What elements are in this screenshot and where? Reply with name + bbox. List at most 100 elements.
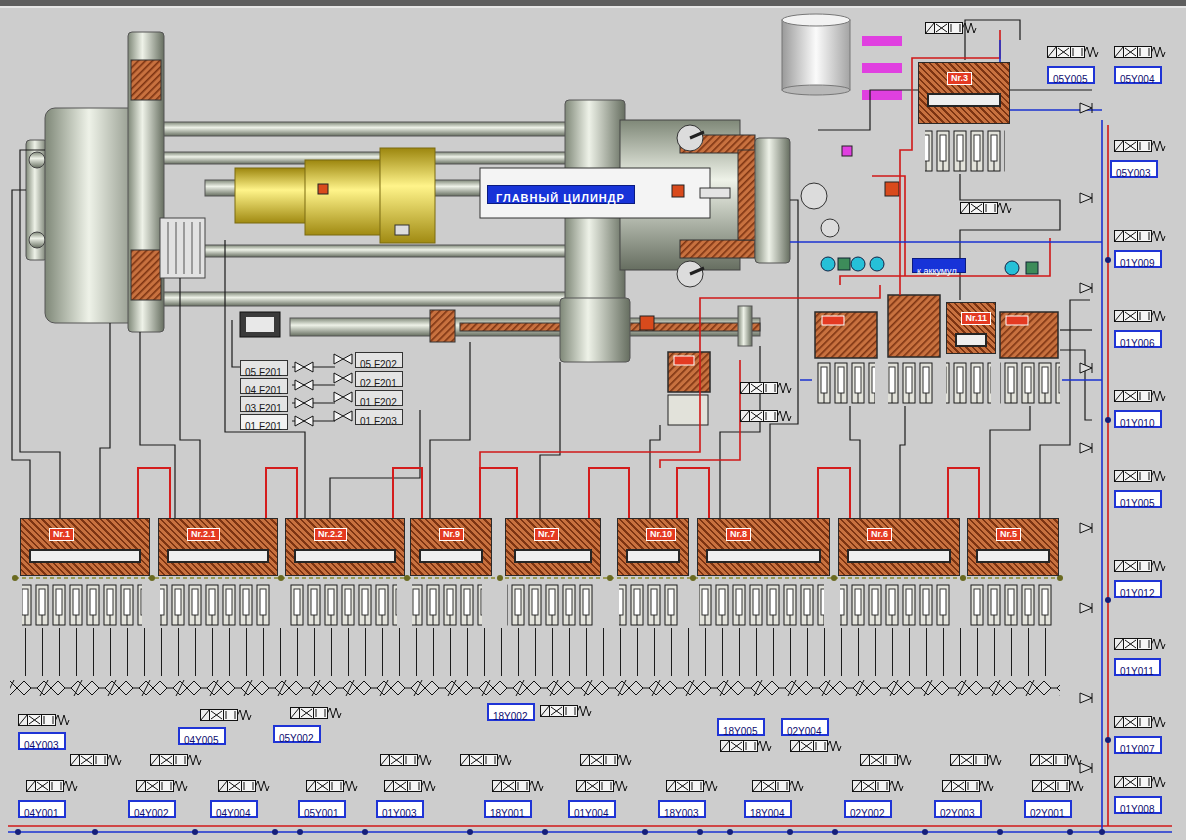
hydraulic-lines [100, 323, 110, 520]
solenoid-code: 05Y004 [1120, 74, 1154, 86]
valve-code: 01 F201 [245, 421, 282, 433]
drain-line [690, 575, 696, 581]
pressure-lines [480, 285, 880, 468]
machine-illustration [26, 14, 902, 362]
valve-blocks [668, 130, 1060, 425]
solenoid-code: 04Y004 [216, 808, 250, 820]
pressure-line [818, 468, 850, 518]
block-number: Nr.8 [726, 528, 751, 541]
bus-junctions [1099, 829, 1105, 835]
block-number: Nr.9 [439, 528, 464, 541]
pressure-lines [8, 30, 1172, 826]
solenoid-valves [1115, 561, 1166, 572]
solenoid-code: 01Y008 [1120, 804, 1154, 816]
solenoid-tag: 01Y012 [1114, 580, 1162, 598]
machine-illustration [640, 316, 654, 330]
machine-illustration [150, 292, 600, 306]
solenoid-code: 18Y001 [490, 808, 524, 820]
flow-valve-symbols [334, 354, 352, 364]
cartridge-valves [10, 676, 1060, 700]
bus-junctions [832, 829, 838, 835]
pressure-line [480, 468, 517, 518]
solenoid-valves [721, 741, 772, 752]
solenoid-tag: 01Y009 [1114, 250, 1162, 268]
bus-junctions [15, 257, 1111, 835]
cartridge-valves [287, 584, 397, 628]
solenoid-code: 01Y012 [1120, 588, 1154, 600]
pressure-lines [660, 360, 740, 468]
cartridge-valves [840, 584, 950, 628]
solenoid-tag: 01Y011 [1114, 658, 1161, 676]
bus-junctions [297, 829, 303, 835]
solenoid-tag: 02Y001 [1024, 800, 1072, 818]
block-number: Nr.3 [947, 72, 972, 85]
bus-junctions [192, 829, 198, 835]
valve-blocks [888, 295, 940, 357]
machine-illustration [128, 32, 164, 332]
machine-illustration [318, 184, 328, 194]
valve-blocks [838, 258, 850, 270]
solenoid-code: 05Y005 [1053, 74, 1087, 86]
solenoid-valves [201, 710, 252, 721]
drain-line [12, 575, 18, 581]
solenoid-valves [1115, 777, 1166, 788]
return-lines [800, 379, 1102, 381]
solenoid-valves [291, 708, 342, 719]
solenoid-valves [861, 755, 912, 766]
valve-blocks [946, 362, 991, 406]
solenoid-valves [1080, 193, 1092, 203]
hydraulic-lines [770, 200, 798, 520]
machine-illustration [801, 183, 827, 209]
machine-illustration [738, 306, 752, 346]
bus-junctions [15, 829, 21, 835]
valve-block: Nr.9 [410, 518, 492, 576]
solenoid-valves [71, 755, 122, 766]
valve-code: 02 F201 [360, 378, 397, 390]
flow-valve-tag: 01 F201 [240, 414, 288, 430]
machine-illustration [690, 268, 704, 274]
solenoid-code: 01Y004 [574, 808, 608, 820]
hydraulic-lines [15, 628, 1060, 676]
solenoid-code: 18Y002 [493, 711, 527, 723]
machine-illustration [246, 317, 274, 332]
drain-line [278, 575, 284, 581]
hydraulic-lines [818, 90, 918, 130]
solenoid-code: 01Y011 [1120, 666, 1154, 678]
flow-valve-symbols [295, 354, 352, 426]
hydraulic-lines [330, 425, 420, 520]
pressure-lines [8, 825, 1172, 827]
solenoid-valves [137, 781, 188, 792]
solenoid-valves [753, 781, 804, 792]
machine-illustration [680, 240, 755, 258]
solenoid-valves [1080, 363, 1092, 373]
solenoid-valves [1115, 717, 1166, 728]
flow-valve-symbols [295, 416, 313, 426]
valve-block: Nr.3 [918, 62, 1010, 124]
solenoid-valves [1033, 781, 1084, 792]
solenoid-valves [741, 411, 792, 422]
machine-illustration [862, 63, 902, 73]
hydraulic-lines [990, 406, 1030, 520]
frame [0, 0, 1186, 6]
hydraulic-lines [1040, 300, 1090, 520]
solenoid-valves [926, 23, 977, 34]
solenoid-valves [219, 781, 270, 792]
machine-illustration [755, 138, 790, 263]
valve-code: 05 F202 [360, 359, 397, 371]
hydraulic-lines [430, 342, 470, 520]
valve-block: Nr.8 [697, 518, 830, 576]
block-number: Nr.5 [996, 528, 1021, 541]
pressure-line [266, 468, 297, 518]
accumulator-text: к аккумул. [917, 266, 959, 277]
solenoid-valves [1115, 141, 1166, 152]
solenoid-code: 02Y001 [1030, 808, 1064, 820]
machine-illustration [380, 148, 435, 243]
solenoid-code: 02Y004 [787, 726, 821, 738]
pressure-line [677, 468, 709, 518]
frame [0, 6, 1186, 8]
flow-valve-tag: 04 F201 [240, 378, 288, 394]
pressure-line [589, 468, 629, 518]
solenoid-valves [791, 741, 842, 752]
